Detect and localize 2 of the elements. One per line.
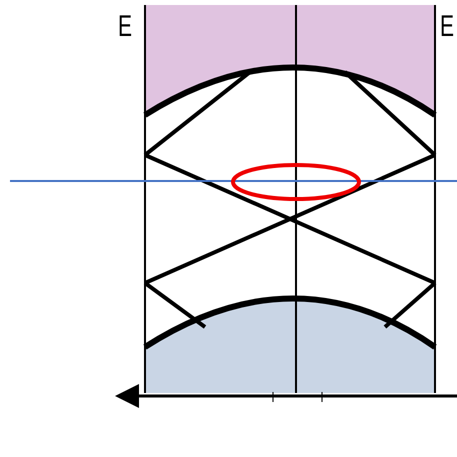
energy-axis-label: E <box>440 12 454 42</box>
energy-axis-label: E <box>118 12 132 42</box>
